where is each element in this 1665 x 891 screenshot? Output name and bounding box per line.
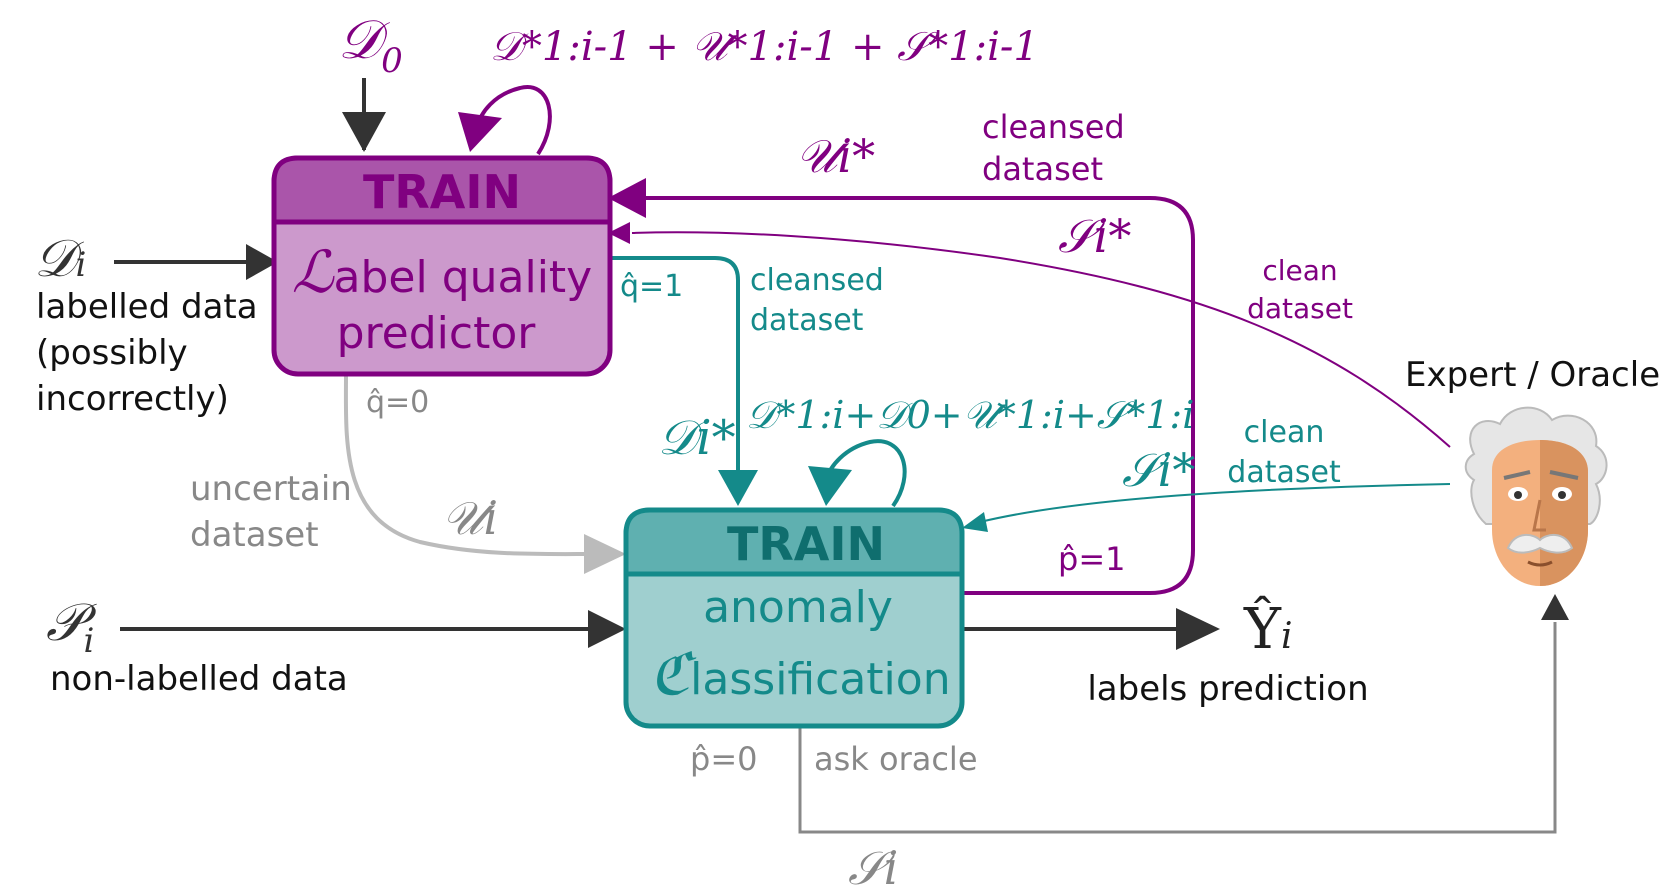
label-quality-title: TRAIN <box>363 165 521 219</box>
cleansed-dataset-2-line1: cleansed <box>750 263 884 298</box>
p-hat-1-label: p̂=1 <box>1058 540 1125 578</box>
cleansed-dataset-1-line2: dataset <box>982 150 1103 188</box>
bottom-loop-arrowhead <box>808 466 852 506</box>
cleansed-dataset-1-line1: cleansed <box>982 108 1125 146</box>
einstein-face-icon <box>1464 406 1608 586</box>
pi-sub: i <box>84 621 95 661</box>
d0-sub: 0 <box>381 41 403 81</box>
uncertain-edge <box>343 373 597 557</box>
q1-edge <box>610 256 740 478</box>
d0-arrowhead <box>342 112 386 152</box>
anomaly-cap-letter: ℭ <box>649 640 697 708</box>
di-label: 𝒟i <box>34 229 86 289</box>
label-quality-line2: predictor <box>337 308 537 359</box>
clean-dataset-1-line1: clean <box>1262 254 1337 287</box>
anomaly-line2-rest: lassification <box>690 654 950 705</box>
uncertain-arrowhead <box>584 534 626 574</box>
si-star-mid-label: 𝒮i* <box>1122 443 1195 497</box>
d0-label: 𝒟0 <box>338 8 403 81</box>
clean-dataset-2-line1: clean <box>1244 415 1325 450</box>
y-hat-sub: i <box>1281 616 1293 657</box>
top-loop-formula: 𝒟*1:i-1 + 𝒰*1:i-1 + 𝒮*1:i-1 <box>490 24 1039 70</box>
si-star-mid-arrowhead <box>962 512 988 532</box>
si-star-top-edge <box>631 231 1451 448</box>
ask-oracle-edge <box>798 622 1557 834</box>
si-label: 𝒮i <box>848 841 898 891</box>
pi-arrowhead <box>588 610 626 648</box>
si-star-top-label: 𝒮i* <box>1058 209 1131 263</box>
q1-arrowhead <box>718 470 758 506</box>
di-arrowhead <box>246 244 278 280</box>
di-desc-line1: labelled data <box>36 287 258 327</box>
oracle-title: Expert / Oracle <box>1405 355 1660 395</box>
si-star-top-arrowhead <box>608 222 630 244</box>
label-quality-cap-letter: ℒ <box>292 238 335 306</box>
bottom-loop-formula: 𝒟*1:i+𝒟0+𝒰*1:i+𝒮*1:i <box>746 393 1194 437</box>
y-hat-main: Ŷ <box>1243 595 1282 662</box>
label-quality-line1-rest: abel quality <box>334 252 593 303</box>
ask-oracle-arrowhead <box>1541 594 1569 620</box>
q-hat-1-label: q̂=1 <box>620 269 683 304</box>
anomaly-line2: ℭlassification <box>649 640 950 708</box>
clean-dataset-1-line2: dataset <box>1247 292 1353 325</box>
ui-star-arrowhead <box>608 178 646 218</box>
label-quality-box: TRAIN ℒabel quality predictor <box>271 155 613 377</box>
pi-desc: non-labelled data <box>50 659 348 699</box>
y-hat-label: Ŷi <box>1243 595 1292 662</box>
cleansed-dataset-2-line2: dataset <box>750 303 864 338</box>
si-star-mid-edge <box>979 483 1451 523</box>
di-star-label: 𝒟i* <box>658 410 736 466</box>
bottom-loop-arrow <box>824 439 907 508</box>
p-hat-0-label: p̂=0 <box>690 740 757 778</box>
label-quality-line1: ℒabel quality <box>292 238 592 306</box>
anomaly-line1: anomaly <box>703 582 893 633</box>
di-desc-line2: (possibly <box>36 333 188 373</box>
output-arrowhead <box>1176 608 1220 650</box>
di-desc-line3: incorrectly) <box>36 379 229 419</box>
pi-label: 𝒫i <box>46 593 97 661</box>
top-loop-arrowhead <box>458 112 502 152</box>
top-loop-arrow <box>474 84 552 156</box>
di-sub: i <box>76 245 87 285</box>
ui-star-label: 𝒰i* <box>796 129 875 183</box>
ui-label: 𝒰i <box>442 491 498 545</box>
anomaly-title: TRAIN <box>727 517 885 571</box>
anomaly-classification-box: TRAIN anomaly ℭlassification <box>623 507 965 729</box>
uncertain-dataset-line2: dataset <box>190 515 319 555</box>
ui-star-edge <box>640 196 1195 595</box>
uncertain-dataset-line1: uncertain <box>190 469 352 509</box>
clean-dataset-2-line2: dataset <box>1227 455 1341 490</box>
ask-oracle-label: ask oracle <box>814 740 978 778</box>
q-hat-0-label: q̂=0 <box>366 385 429 420</box>
labels-prediction-label: labels prediction <box>1087 669 1368 709</box>
